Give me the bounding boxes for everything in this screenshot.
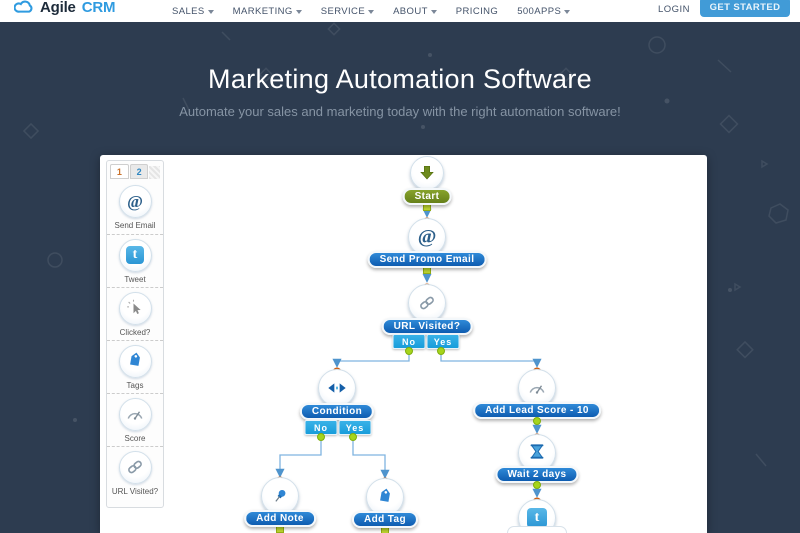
nav-menu: SALES MARKETING SERVICE ABOUT PRICING 50… [172,0,571,22]
down-arrow-icon [420,166,434,180]
gauge-icon [529,385,545,394]
tool-label: Clicked? [119,327,151,337]
chevron-down-icon [430,9,437,14]
connector-out-dot [349,433,357,441]
connector-out-dot [437,347,445,355]
tag-icon [130,352,140,366]
twitter-icon: t [126,246,144,264]
palette-corner-decor [149,166,160,179]
nav-item-500apps[interactable]: 500APPS [517,5,571,17]
logo-word-crm: CRM [81,0,116,16]
tool-tweet[interactable]: t Tweet [107,234,163,287]
workflow-builder-panel: Start @ Send Promo Email [100,155,707,533]
nav-item-marketing[interactable]: MARKETING [233,6,302,17]
page-title: Marketing Automation Software [208,64,592,94]
palette-tab-1[interactable]: 1 [110,164,129,179]
tool-send-email[interactable]: @ Send Email [107,181,163,234]
login-link[interactable]: LOGIN [657,4,690,15]
connector-out-dot [533,481,541,489]
flow-node-send-email[interactable]: @ [408,218,446,256]
link-icon [128,460,142,474]
connector-out-dot [533,417,541,425]
hero-pattern [22,22,789,467]
connector-out-dot [317,433,325,441]
gauge-icon [127,411,143,420]
link-icon [420,296,434,310]
palette-tabs: 1 2 [110,164,160,179]
flow-label-add-note[interactable]: Add Note [244,510,316,527]
cloud-logo-icon [14,0,33,13]
flow-node-condition[interactable] [318,369,356,407]
flow-label-url-visited[interactable]: URL Visited? [381,318,473,335]
flow-label-start[interactable]: Start [402,188,452,205]
nav-item-label: MARKETING [232,5,293,17]
nav-item-pricing[interactable]: PRICING [456,6,498,17]
chevron-down-icon [295,9,302,14]
condition-icon [328,383,346,393]
flow-label-add-tag[interactable]: Add Tag [351,511,419,528]
tag-icon [380,488,390,502]
hero-section: Marketing Automation Software Automate y… [0,22,800,533]
flow-node-add-tag[interactable] [366,478,404,516]
chevron-down-icon [564,9,571,14]
nav-item-label: SERVICE [320,5,366,17]
tool-score[interactable]: Score [107,393,163,446]
agilecrm-logo[interactable]: Agile CRM [14,0,115,16]
nav-item-label: PRICING [455,5,499,17]
at-icon: @ [127,191,143,211]
pushpin-icon [275,489,286,502]
tool-url-visited[interactable]: URL Visited? [107,446,163,499]
tool-label: Tweet [124,274,146,284]
flow-label-send-promo-email[interactable]: Send Promo Email [367,251,487,268]
nav-item-sales[interactable]: SALES [172,6,214,17]
twitter-icon: t [527,508,547,528]
tool-label: Score [124,433,146,443]
tool-label: Send Email [114,221,156,230]
nav-item-about[interactable]: ABOUT [393,6,437,17]
at-icon: @ [417,225,437,248]
click-icon [127,299,141,314]
chevron-down-icon [207,9,214,14]
connector-out-dot [405,347,413,355]
top-nav: Agile CRM SALES MARKETING SERVICE ABOUT P… [0,0,800,22]
nav-item-label: SALES [172,5,205,17]
flow-node-trigger[interactable] [410,156,444,190]
tool-label: Tags [126,380,144,390]
get-started-button[interactable]: GET STARTED [700,0,790,17]
flow-canvas: Start @ Send Promo Email [100,155,707,533]
tool-tags[interactable]: Tags [107,340,163,393]
flow-label-condition[interactable]: Condition [299,403,375,420]
palette-tab-2[interactable]: 2 [129,164,149,179]
flow-node-wait[interactable] [518,434,556,472]
flow-node-add-lead-score[interactable] [518,369,556,407]
tool-clicked[interactable]: Clicked? [107,287,163,340]
nav-item-service[interactable]: SERVICE [320,5,375,17]
page-subtitle: Automate your sales and marketing today … [179,104,621,119]
tool-palette: 1 2 @ Send Email t Tweet [106,160,164,508]
flow-label-next-partial[interactable] [507,526,567,533]
nav-item-label: ABOUT [393,5,428,17]
flow-node-url-visited[interactable] [408,284,446,322]
logo-word-agile: Agile [40,0,76,16]
chevron-down-icon [368,9,375,14]
tool-label: URL Visited? [111,486,159,496]
nav-item-label: 500APPS [517,5,562,17]
hourglass-icon [530,444,544,459]
